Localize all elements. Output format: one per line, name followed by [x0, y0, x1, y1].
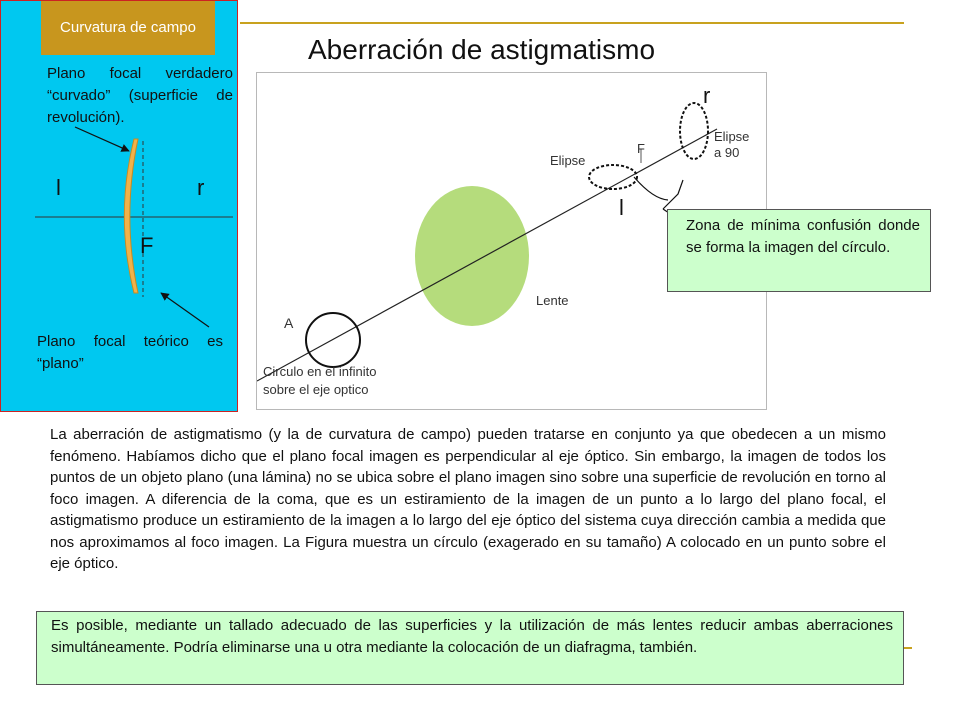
- field-curvature-panel: Curvatura de campo Plano focal verdadero…: [0, 0, 238, 412]
- figure-label-l: l: [619, 195, 624, 220]
- figure-label-lens: Lente: [536, 293, 569, 308]
- figure-label-ellipse90-line1: Elipse: [714, 129, 749, 144]
- reduction-note: Es posible, mediante un tallado adecuado…: [36, 611, 904, 685]
- field-curvature-tag: Curvatura de campo: [41, 1, 215, 55]
- figure-label-ellipse: Elipse: [550, 153, 585, 168]
- figure-label-f: F: [637, 141, 645, 156]
- label-focus-f: F: [140, 233, 154, 258]
- top-accent-rule: [240, 22, 904, 24]
- ellipse-near: [588, 164, 638, 190]
- page-title: Aberración de astigmatismo: [308, 34, 656, 65]
- confusion-zone-bracket-arc: [633, 176, 669, 201]
- label-l: l: [56, 175, 61, 200]
- figure-label-r: r: [703, 83, 710, 108]
- figure-caption-line1: Circulo en el infinito: [263, 364, 376, 379]
- explanation-paragraph: La aberración de astigmatismo (y la de c…: [50, 426, 886, 572]
- label-r: r: [197, 175, 205, 200]
- theoretical-focal-plane-label: Plano focal teórico es “plano”: [37, 333, 223, 372]
- confusion-zone-bracket: [662, 179, 684, 210]
- astigmatism-figure: r l F Elipse Elipse a 90 Lente A Circulo…: [256, 72, 767, 410]
- figure-label-a: A: [284, 315, 294, 331]
- arrow-to-curved-plane: [74, 126, 130, 152]
- lens-shape: [415, 186, 529, 326]
- object-circle-a: [305, 312, 361, 368]
- ellipse-90: [679, 102, 709, 160]
- curved-focal-surface: [123, 138, 139, 294]
- arrow-to-flat-plane: [160, 292, 210, 328]
- true-focal-plane-label: Plano focal verdadero “curvado” (superfi…: [47, 65, 233, 126]
- figure-label-ellipse90-line2: a 90: [714, 145, 739, 160]
- optical-axis: [257, 128, 718, 382]
- field-curvature-drawing: [35, 126, 233, 328]
- minimum-confusion-callout: Zona de mínima confusión donde se forma …: [667, 209, 931, 292]
- astigmatism-diagram: r l F Elipse Elipse a 90 Lente A Circulo…: [257, 83, 749, 397]
- figure-caption-line2: sobre el eje optico: [263, 382, 369, 397]
